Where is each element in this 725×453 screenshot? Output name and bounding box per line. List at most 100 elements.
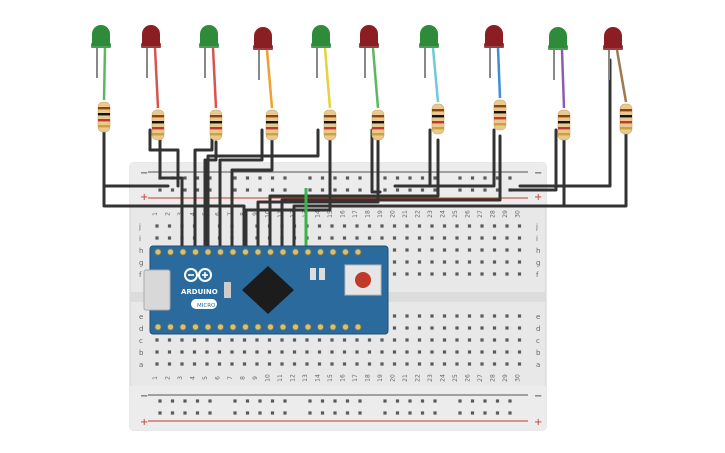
column-number: 10 [265, 374, 272, 382]
column-number: 27 [477, 210, 484, 218]
header-pin [179, 248, 187, 256]
column-number: 9 [252, 376, 259, 380]
breadboard-hole [392, 338, 397, 342]
header-pin [279, 248, 287, 256]
breadboard-hole [392, 272, 397, 276]
breadboard-hole [167, 338, 172, 342]
header-pin [354, 248, 362, 256]
breadboard-hole [417, 260, 422, 264]
rail-hole [358, 188, 362, 192]
breadboard-hole [367, 224, 372, 228]
breadboard-hole [305, 350, 309, 354]
rail-minus-label: − [140, 391, 148, 402]
rail-hole [270, 188, 275, 192]
rail-hole [195, 411, 200, 415]
resistor-icon [209, 109, 223, 141]
rail-hole [183, 399, 187, 403]
rail-hole [483, 188, 487, 192]
breadboard-hole [492, 314, 497, 318]
breadboard-hole [467, 338, 472, 342]
breadboard-hole [467, 314, 472, 318]
breadboard-hole [405, 362, 409, 366]
rail-hole [283, 411, 287, 415]
header-pin [292, 248, 299, 256]
breadboard-hole [417, 224, 422, 228]
rail-hole [320, 176, 325, 180]
column-number: 21 [402, 210, 409, 218]
column-number: 2 [165, 376, 172, 380]
breadboard-hole [405, 236, 409, 240]
breadboard-hole [517, 314, 522, 318]
rail-hole [433, 188, 437, 192]
header-pin [317, 248, 324, 256]
column-number: 20 [390, 374, 397, 382]
rail-hole [420, 411, 425, 415]
breadboard-hole [405, 338, 409, 342]
column-number: 28 [490, 210, 497, 218]
led-icon [142, 25, 160, 46]
breadboard-hole [442, 272, 447, 276]
resistor-icon [431, 103, 445, 135]
breadboard-hole [480, 236, 484, 240]
breadboard-hole [467, 326, 472, 330]
led-icon [420, 25, 438, 46]
rail-hole [345, 399, 350, 403]
rail-hole [158, 188, 162, 192]
breadboard-hole [367, 362, 372, 366]
breadboard-hole [242, 350, 247, 354]
breadboard-hole [342, 338, 347, 342]
header-pin [279, 323, 287, 331]
row-letter: d [139, 325, 143, 333]
led-icon [200, 25, 218, 46]
breadboard-hole [355, 338, 359, 342]
column-number: 4 [190, 212, 197, 216]
rail-hole [383, 176, 387, 180]
breadboard-hole [517, 224, 522, 228]
rail-minus-label: − [534, 391, 542, 402]
breadboard-hole [517, 362, 522, 366]
rail-hole [483, 176, 487, 180]
led-icon [360, 25, 378, 46]
rail-hole [395, 411, 400, 415]
breadboard-hole [480, 224, 484, 228]
column-number: 5 [202, 376, 209, 380]
row-letter: i [536, 235, 538, 243]
rail-hole [270, 411, 275, 415]
breadboard-hole [467, 236, 472, 240]
rail-hole [458, 188, 462, 192]
breadboard-hole [392, 260, 397, 264]
breadboard-hole [380, 338, 384, 342]
breadboard-hole [455, 350, 459, 354]
breadboard-hole [280, 338, 284, 342]
led-icon [604, 27, 622, 48]
breadboard-hole [492, 248, 497, 252]
column-number: 14 [315, 374, 322, 382]
rail-hole [158, 411, 162, 415]
breadboard-hole [455, 326, 459, 330]
rail-hole [383, 411, 387, 415]
header-pin [342, 323, 349, 331]
header-pin [179, 323, 187, 331]
column-number: 19 [377, 210, 384, 218]
breadboard-hole [242, 362, 247, 366]
breadboard-hole [480, 338, 484, 342]
breadboard-hole [492, 260, 497, 264]
breadboard-hole [155, 236, 159, 240]
breadboard-hole [467, 362, 472, 366]
rail-hole [458, 176, 462, 180]
breadboard-hole [505, 350, 509, 354]
breadboard-hole [430, 224, 434, 228]
breadboard-hole [417, 248, 422, 252]
breadboard-hole [492, 362, 497, 366]
header-pin [242, 248, 249, 256]
breadboard-hole [392, 236, 397, 240]
rail-hole [483, 411, 487, 415]
rail-hole [308, 399, 312, 403]
column-number: 8 [240, 376, 247, 380]
rail-hole [470, 399, 475, 403]
breadboard-hole [467, 272, 472, 276]
header-pin [342, 248, 349, 256]
header-pin [329, 323, 337, 331]
breadboard-hole [505, 248, 509, 252]
row-letter: e [536, 313, 540, 321]
